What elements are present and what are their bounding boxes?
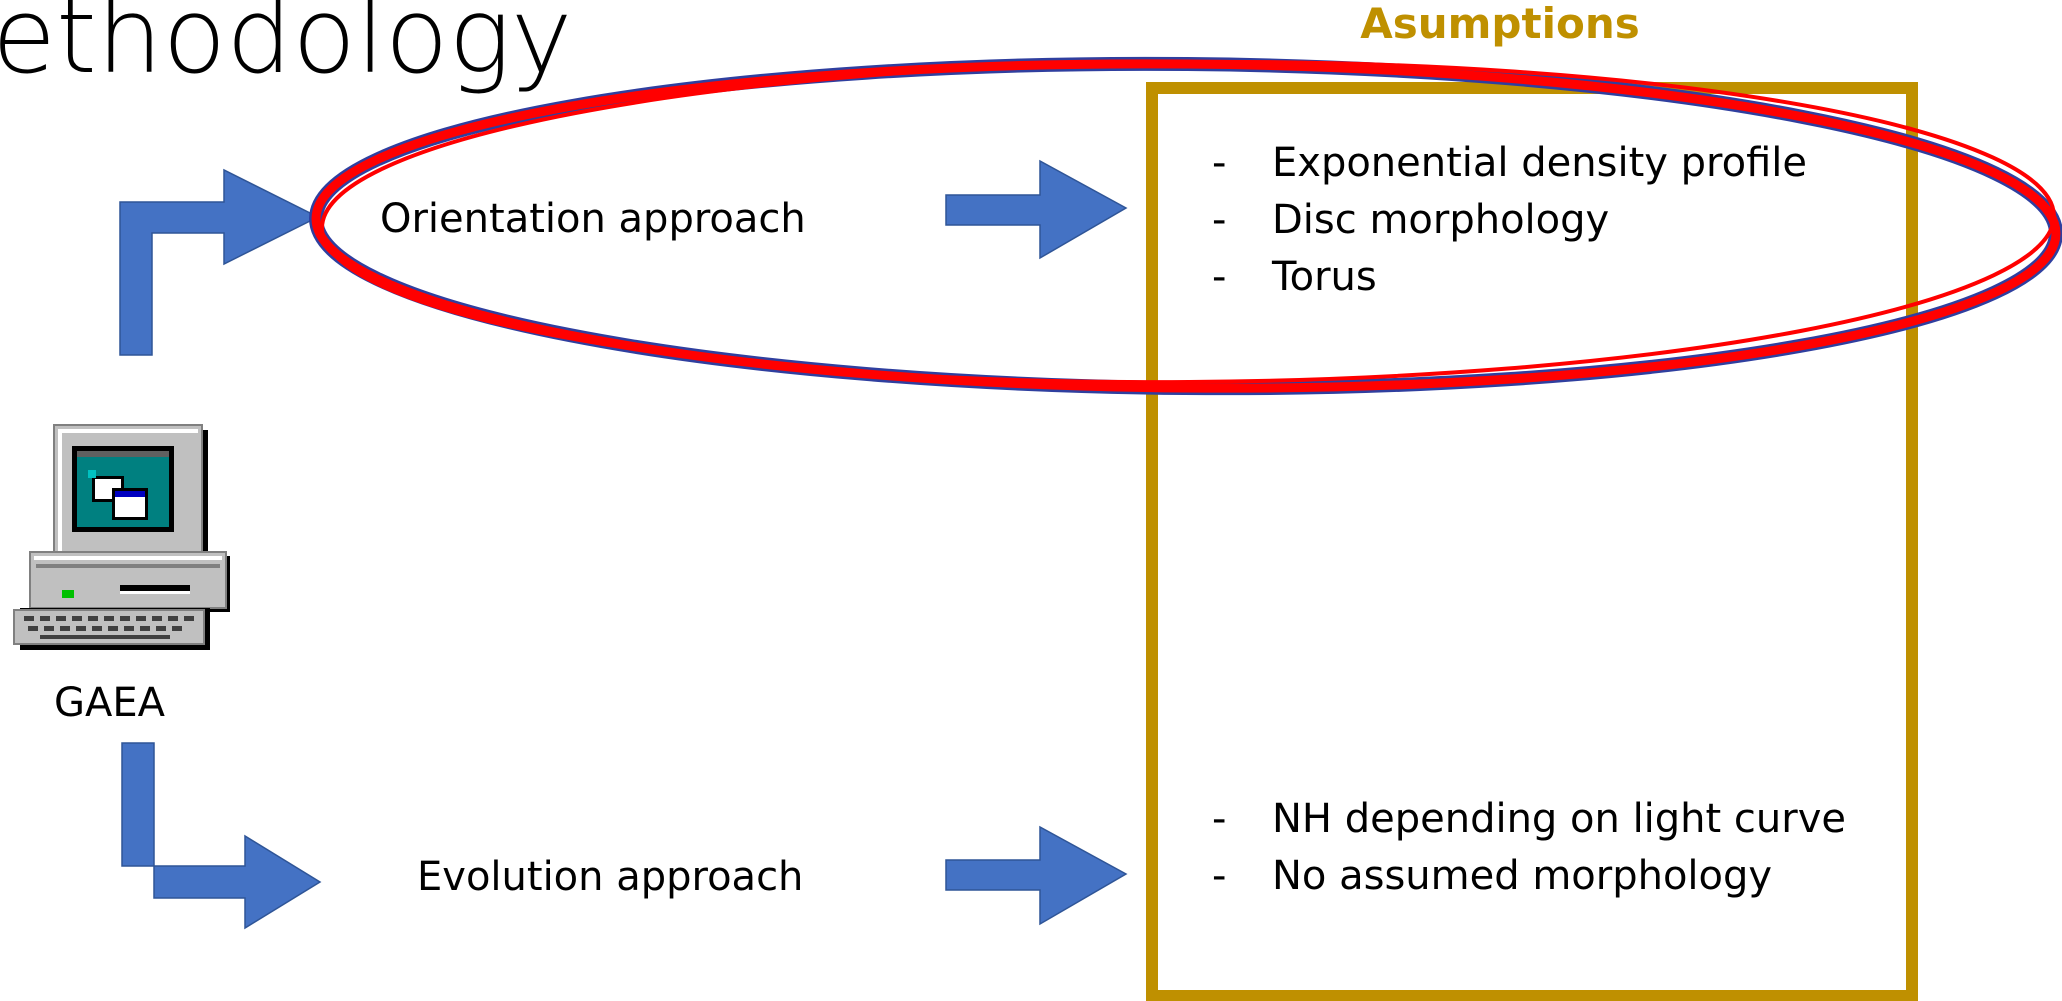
bullet-marker: - (1212, 796, 1226, 842)
assumptions-box (1146, 82, 1918, 1001)
orientation-assumptions-list: - Exponential density profile - Disc mor… (1212, 140, 1807, 300)
bullet-marker: - (1212, 853, 1226, 899)
assumption-item: No assumed morphology (1272, 853, 1772, 899)
assumptions-heading: Asumptions (1360, 0, 1639, 48)
assumption-item: NH depending on light curve (1272, 796, 1846, 842)
arrow-right-icon (945, 159, 1128, 260)
bent-arrow-down-right-icon (121, 742, 322, 930)
evolution-assumptions-list: - NH depending on light curve - No assum… (1212, 796, 1846, 899)
arrow-right-icon (945, 825, 1128, 926)
computer-label: GAEA (54, 680, 166, 726)
evolution-approach-label: Evolution approach (417, 854, 803, 900)
assumption-item: Exponential density profile (1272, 140, 1807, 186)
bullet-marker: - (1212, 140, 1226, 186)
bullet-marker: - (1212, 197, 1226, 243)
assumption-item: Disc morphology (1272, 197, 1609, 243)
slide-title: ethodology (0, 0, 572, 97)
bullet-marker: - (1212, 254, 1226, 300)
assumption-item: Torus (1271, 254, 1377, 300)
highlight-ellipse (309, 56, 2062, 396)
desktop-computer-icon (13, 424, 230, 650)
bent-arrow-up-right-icon (119, 168, 320, 356)
orientation-approach-label: Orientation approach (380, 196, 806, 242)
